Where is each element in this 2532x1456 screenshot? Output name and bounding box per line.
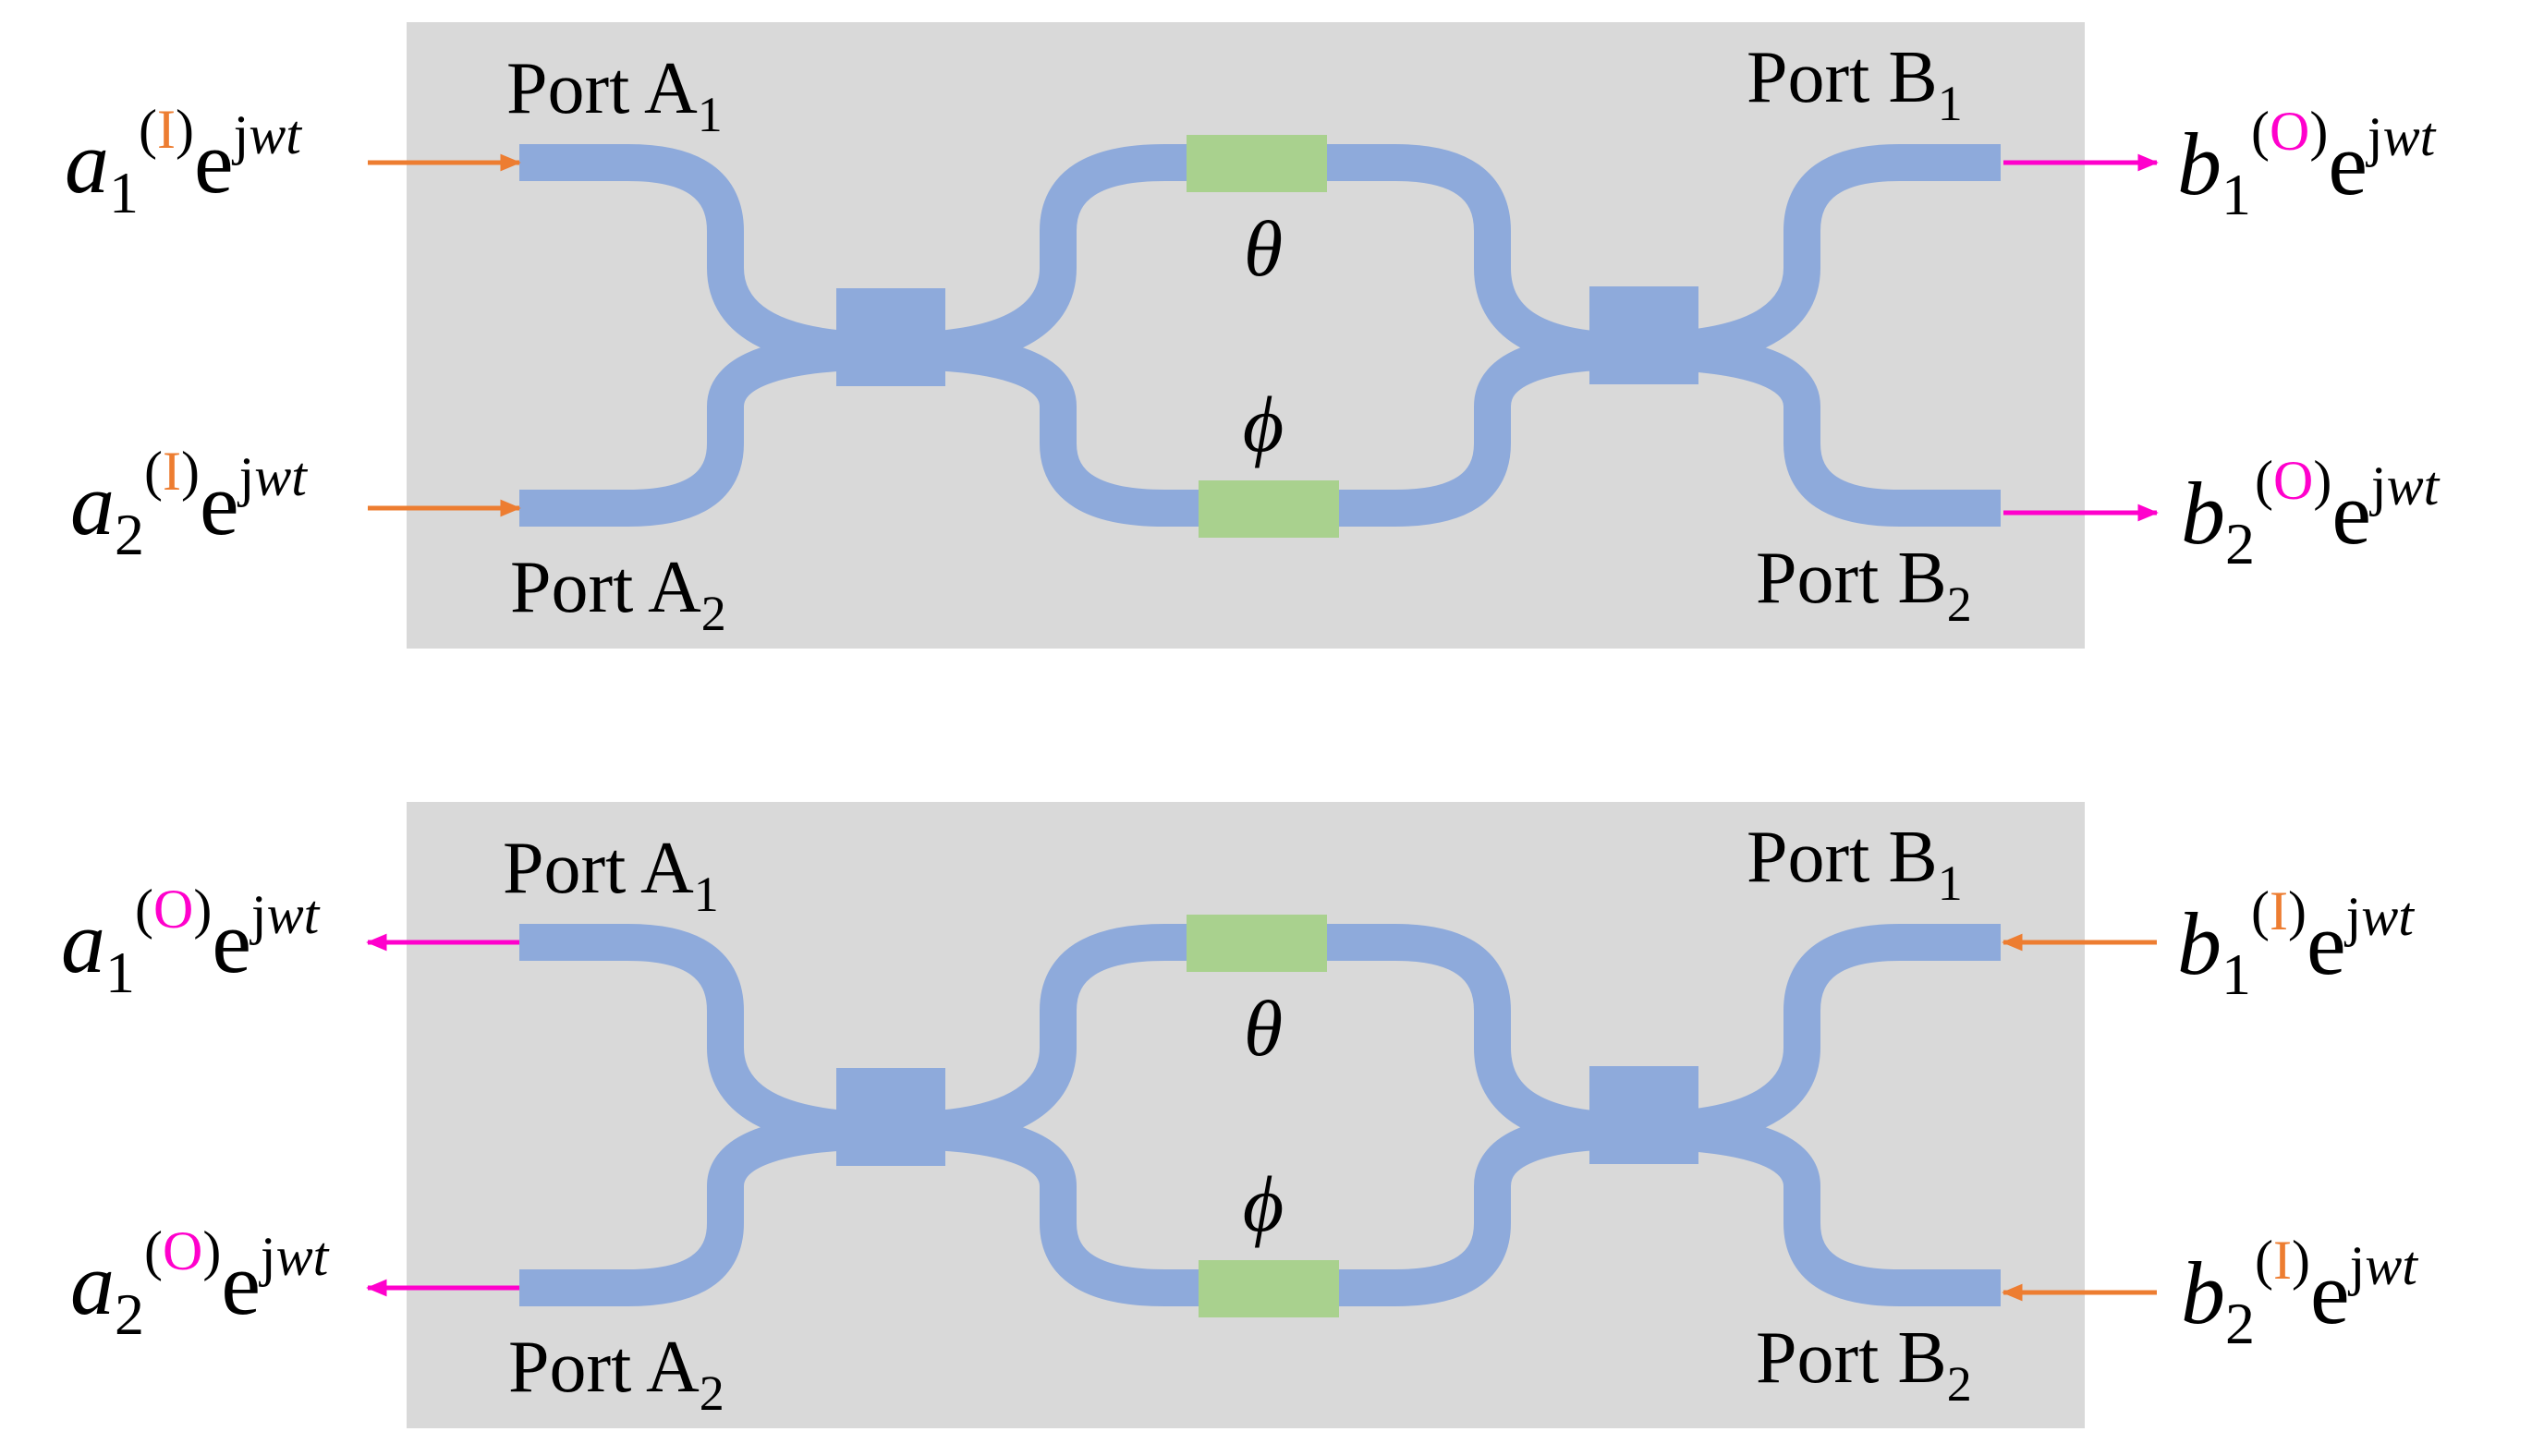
waveguide-lower-arm	[891, 333, 1632, 527]
port-a1-label: Port A1	[506, 48, 723, 142]
port-b2-label: Port B2	[1756, 538, 1972, 632]
signal-a2: a2(O)ejwt	[70, 1220, 330, 1347]
waveguide-upper-arm	[891, 144, 1632, 370]
waveguide-a2	[519, 1112, 893, 1306]
signal-a1: a1(I)ejwt	[65, 99, 302, 225]
signal-b1: b1(I)ejwt	[2177, 880, 2415, 1007]
signal-a1: a1(O)ejwt	[61, 879, 321, 1005]
signal-b1: b1(O)ejwt	[2177, 101, 2437, 227]
port-b2-label: Port B2	[1756, 1317, 1972, 1412]
port-b1-label: Port B1	[1747, 817, 1963, 911]
coupler-right	[1589, 1066, 1698, 1164]
coupler-left	[836, 288, 945, 386]
port-a1-label: Port A1	[503, 828, 719, 922]
port-a2-label: Port A2	[510, 547, 726, 641]
phi-label: ϕ	[1243, 1159, 1284, 1248]
waveguide-a2	[519, 333, 893, 527]
panel-reverse: θ ϕ Port A1 Port A2 Port B1 Port B2 a1(O…	[61, 802, 2418, 1428]
phase-shifter-phi	[1199, 480, 1339, 538]
theta-label: θ	[1244, 204, 1283, 293]
phase-shifter-theta	[1187, 135, 1327, 192]
waveguide-upper-arm	[891, 924, 1632, 1149]
waveguide-b2	[1630, 333, 2001, 527]
waveguide-lower-arm	[891, 1112, 1632, 1306]
theta-label: θ	[1244, 984, 1283, 1073]
coupler-right	[1589, 286, 1698, 384]
waveguide-network	[519, 924, 2001, 1306]
panel-forward: θ ϕ Port A1 Port A2 Port B1 Port B2 a1(I…	[65, 22, 2441, 649]
port-b1-label: Port B1	[1747, 37, 1963, 131]
phi-label: ϕ	[1243, 380, 1284, 468]
port-a2-label: Port A2	[508, 1327, 724, 1421]
phase-shifter-theta	[1187, 915, 1327, 972]
waveguide-b2	[1630, 1112, 2001, 1306]
signal-a2: a2(I)ejwt	[70, 441, 308, 567]
signal-b2: b2(O)ejwt	[2181, 450, 2441, 576]
coupler-left	[836, 1068, 945, 1166]
signal-b2: b2(I)ejwt	[2181, 1230, 2418, 1356]
panel-background	[407, 802, 2085, 1428]
waveguide-network	[519, 144, 2001, 527]
phase-shifter-phi	[1199, 1260, 1339, 1317]
panel-background	[407, 22, 2085, 649]
